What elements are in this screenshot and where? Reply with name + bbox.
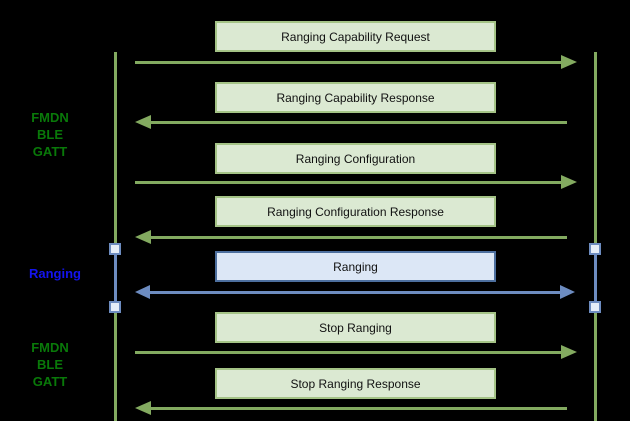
arrow-line [151, 407, 567, 410]
arrowhead-right-icon [560, 285, 575, 299]
message-box-ranging-capability-response: Ranging Capability Response [215, 82, 496, 113]
arrowhead-left-icon [135, 285, 150, 299]
activation-start-right [589, 243, 601, 255]
section-label-ranging: Ranging [29, 266, 81, 281]
section-label-fmdn-ble-gatt-top: FMDN BLE GATT [31, 110, 69, 159]
right-lifeline [594, 52, 597, 421]
activation-bar-right [594, 255, 597, 301]
message-box-ranging: Ranging [215, 251, 496, 282]
arrow-line [135, 61, 562, 64]
arrow-line [151, 121, 567, 124]
arrowhead-left-icon [135, 230, 151, 244]
arrowhead-right-icon [561, 175, 577, 189]
activation-end-left [109, 301, 121, 313]
activation-bar-left [114, 255, 117, 301]
message-box-ranging-configuration: Ranging Configuration [215, 143, 496, 174]
message-box-stop-ranging: Stop Ranging [215, 312, 496, 343]
arrow-line [150, 291, 560, 294]
arrowhead-left-icon [135, 115, 151, 129]
message-box-stop-ranging-response: Stop Ranging Response [215, 368, 496, 399]
activation-end-right [589, 301, 601, 313]
activation-start-left [109, 243, 121, 255]
arrow-line [135, 351, 562, 354]
arrowhead-right-icon [561, 345, 577, 359]
arrowhead-right-icon [561, 55, 577, 69]
arrow-line [151, 236, 567, 239]
message-box-ranging-configuration-response: Ranging Configuration Response [215, 196, 496, 227]
arrow-line [135, 181, 562, 184]
section-label-fmdn-ble-gatt-bottom: FMDN BLE GATT [31, 340, 69, 389]
left-lifeline [114, 52, 117, 421]
message-box-ranging-capability-request: Ranging Capability Request [215, 21, 496, 52]
arrowhead-left-icon [135, 401, 151, 415]
